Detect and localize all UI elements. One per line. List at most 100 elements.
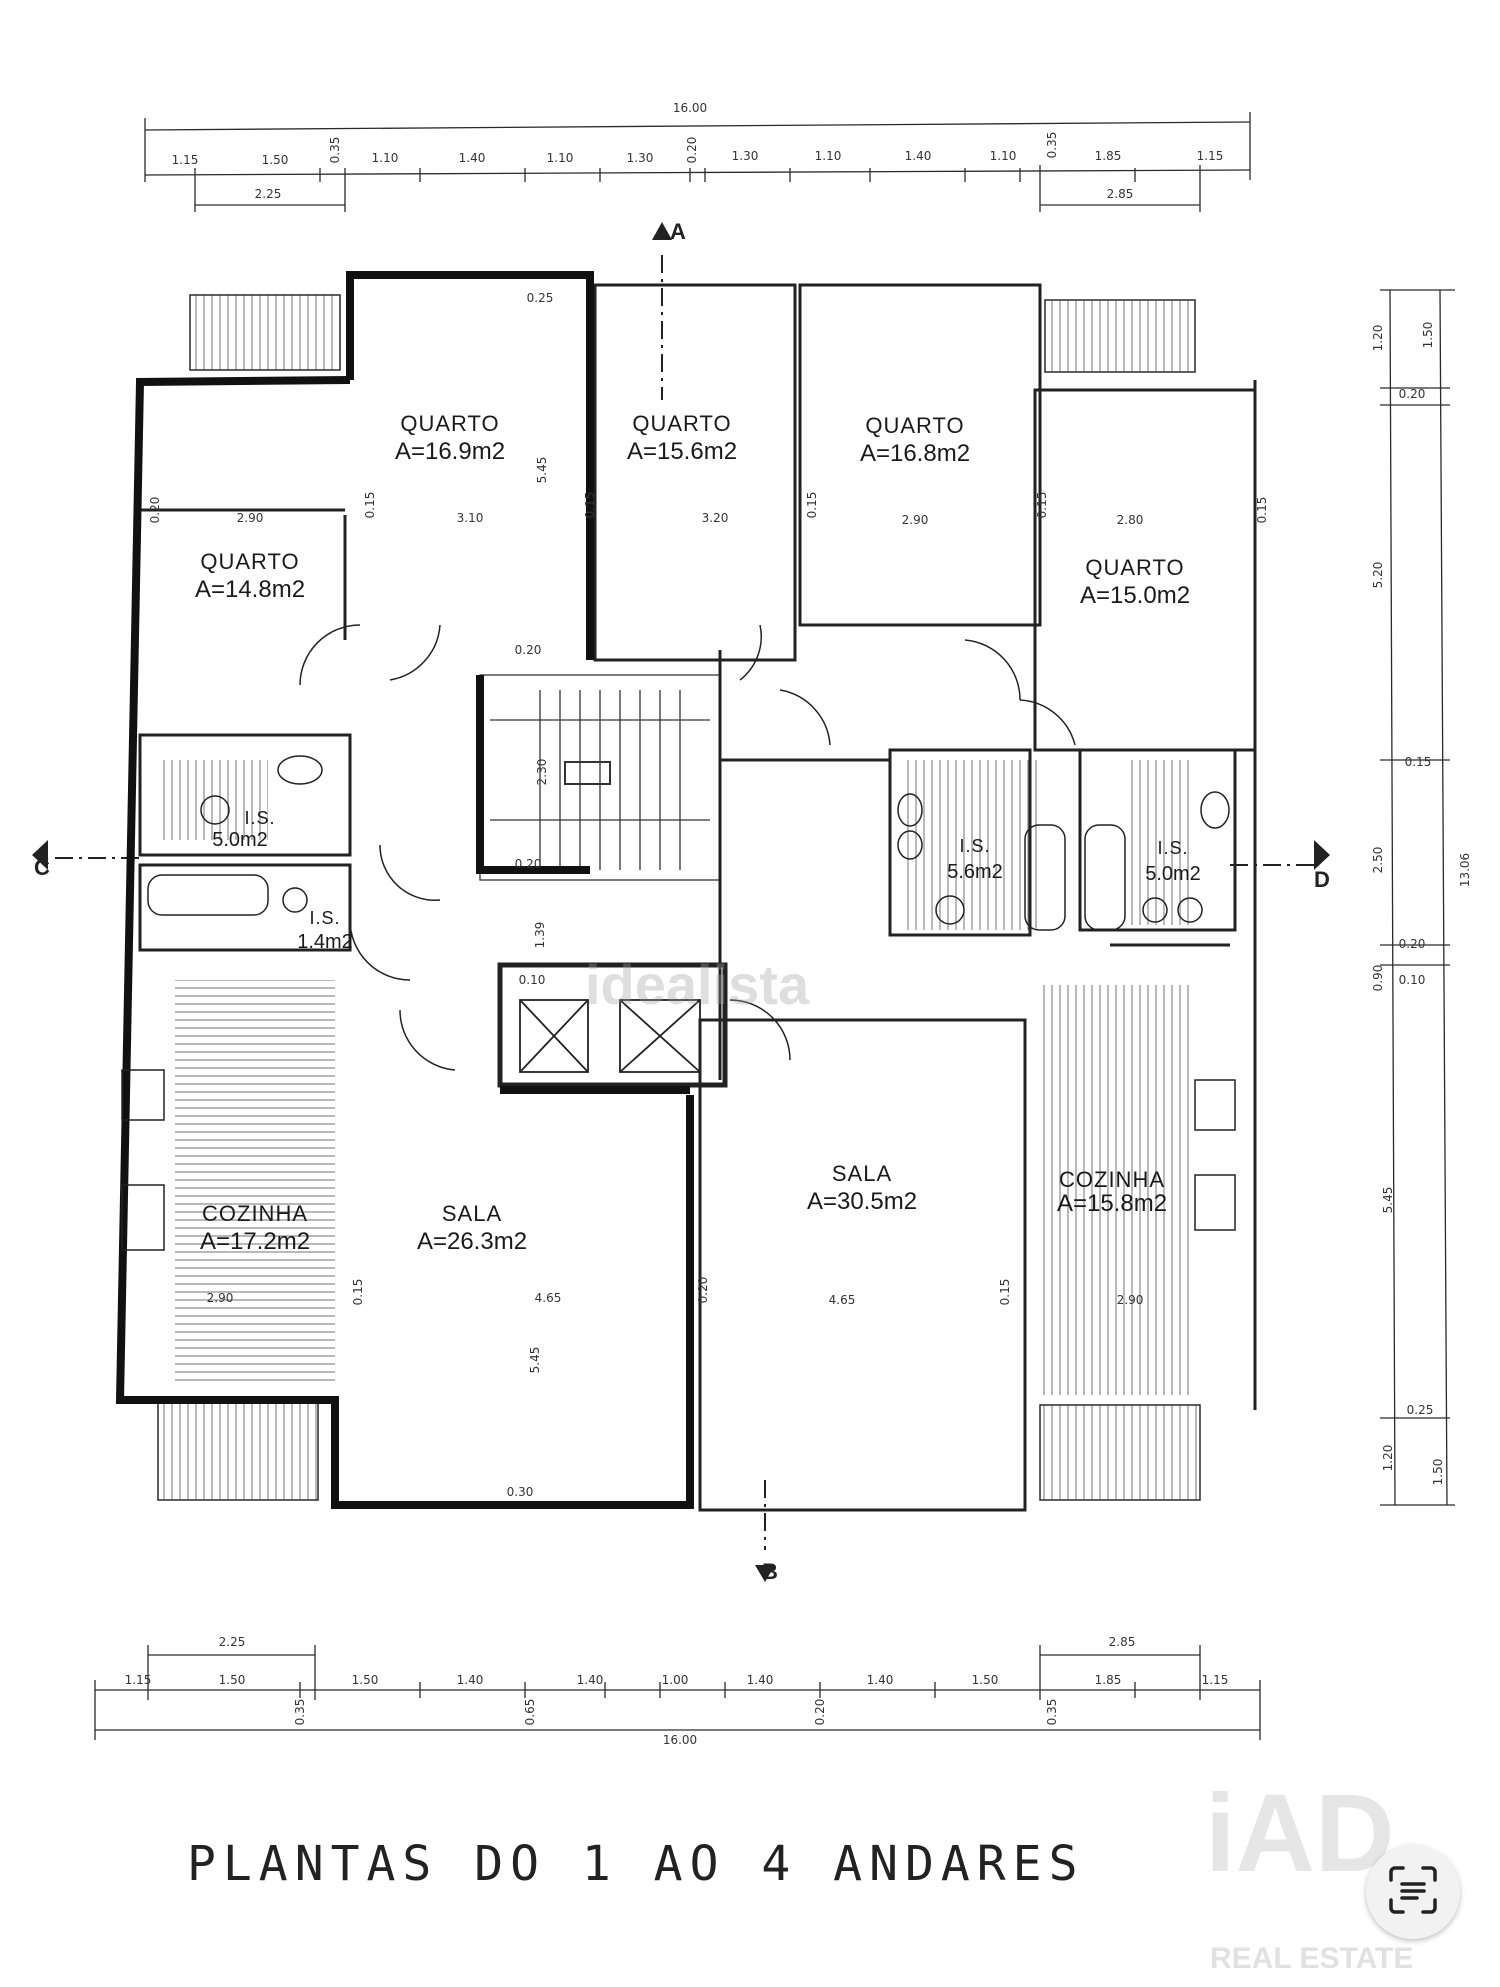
bottom-dim-segment: 1.15 [124,1673,152,1687]
scan-text-button[interactable] [1366,1845,1460,1939]
room-area-quarto-5: A=15.0m2 [1079,582,1191,609]
interior-dim: 5.45 [528,1346,542,1374]
interior-dim: 0.25 [526,291,554,305]
right-dim-segment: 0.90 [1371,964,1385,992]
interior-dim: 1.39 [533,921,547,949]
section-marker-a: A [670,219,686,244]
interior-dim: 0.15 [583,491,597,519]
section-marker-c: C [34,855,50,880]
iad-watermark: iAD [1205,1772,1395,1895]
interior-dim: 2.90 [206,1291,234,1305]
right-dim-total: 13.06 [1458,852,1472,888]
interior-dim: 0.15 [351,1278,365,1306]
interior-dim: 5.45 [535,456,549,484]
room-name-quarto-1: QUARTO [400,411,500,436]
section-marker-d: D [1314,867,1330,892]
top-dim-total: 16.00 [672,101,708,115]
room-area-is-2: 1.4m2 [297,931,353,953]
room-name-cozinha-2: COZINHA [1059,1167,1165,1192]
interior-dim: 2.90 [901,513,929,527]
top-dim-segment: 0.20 [685,136,699,164]
room-area-quarto-4: A=14.8m2 [194,576,306,603]
room-area-cozinha-1: A=17.2m2 [199,1228,311,1255]
interior-dim: 0.20 [696,1276,710,1304]
interior-dim: 4.65 [534,1291,562,1305]
balconies [157,294,1201,1501]
interior-dim: 2.90 [236,511,264,525]
top-dimension-chain [144,112,1251,212]
bottom-dim-segment: 1.50 [218,1673,246,1687]
bottom-dim-segment: 1.40 [746,1673,774,1687]
interior-dim: 3.20 [701,511,729,525]
interior-dim: 0.20 [148,496,162,524]
room-name-cozinha-1: COZINHA [202,1201,308,1226]
interior-dim: 0.15 [1255,496,1269,524]
room-name-sala-1: SALA [441,1201,503,1226]
interior-dim: 0.15 [1035,491,1049,519]
interior-dim: 0.20 [514,643,542,657]
room-area-is-1: 5.0m2 [212,829,268,851]
right-dim-segment: 5.20 [1371,561,1385,589]
kitchen-appliances [121,1069,1236,1251]
room-area-sala-2: A=30.5m2 [806,1188,918,1215]
interior-dim: 0.15 [805,491,819,519]
real-estate-watermark: REAL ESTATE [1210,1942,1414,1975]
top-dim-segment: 0.35 [1045,131,1059,159]
interior-dim: 0.20 [514,857,542,871]
interior-dim: 0.15 [998,1278,1012,1306]
stairwell [479,674,721,881]
top-dim-segment: 1.50 [261,153,289,167]
elevators [497,962,728,1088]
interior-dim: 3.10 [456,511,484,525]
right-dimension-chain [1380,289,1455,1506]
top-dim-segment: 1.30 [731,149,759,163]
bottom-dim-segment: 1.50 [351,1673,379,1687]
bottom-dim-segment: 0.35 [293,1698,307,1726]
plan-title: PLANTAS DO 1 AO 4 ANDARES [187,1836,1085,1892]
room-name-is-3: I.S. [959,836,991,856]
top-dim-segment: 1.10 [371,151,399,165]
doors [299,624,1076,1071]
bottom-dim-segment: 0.35 [1045,1698,1059,1726]
room-name-is-2: I.S. [309,908,341,928]
room-name-is-4: I.S. [1157,838,1189,858]
bottom-dimension-chain [94,1645,1261,1740]
section-marker-b: B [762,1559,778,1584]
top-dim-segment: 1.15 [1196,149,1224,163]
room-name-quarto-5: QUARTO [1085,555,1185,580]
interior-dim: 0.15 [363,491,377,519]
right-dim-segment: 0.10 [1398,973,1426,987]
right-dim-segment: 1.20 [1371,324,1385,352]
room-area-quarto-1: A=16.9m2 [394,438,506,465]
room-name-quarto-2: QUARTO [632,411,732,436]
right-dim-segment: 1.20 [1381,1444,1395,1472]
room-area-sala-1: A=26.3m2 [416,1228,528,1255]
right-dim-segment: 0.20 [1398,937,1426,951]
sanitary-fixtures [147,755,1230,931]
top-dim-segment: 1.40 [458,151,486,165]
right-dim-segment: 5.45 [1381,1186,1395,1214]
exterior-walls [115,271,694,1509]
interior-dim: 0.30 [506,1485,534,1499]
room-name-quarto-4: QUARTO [200,549,300,574]
right-dim-segment: 0.25 [1406,1403,1434,1417]
right-dim-segment: 2.50 [1371,846,1385,874]
room-area-is-4: 5.0m2 [1145,863,1201,885]
interior-dim: 2.30 [535,758,549,786]
bottom-dim-total: 16.00 [662,1733,698,1747]
interior-dim: 4.65 [828,1293,856,1307]
bottom-dim-segment: 0.20 [813,1698,827,1726]
idealista-watermark: idealista [585,953,810,1016]
interior-walls [138,283,1257,1512]
bottom-dim-segment: 1.40 [866,1673,894,1687]
bottom-dim-segment: 1.15 [1201,1673,1229,1687]
room-name-sala-2: SALA [831,1161,893,1186]
room-area-quarto-3: A=16.8m2 [859,440,971,467]
room-name-quarto-3: QUARTO [865,413,965,438]
bottom-dim-segment: 0.65 [523,1698,537,1726]
section-marker-shapes [32,222,1330,1582]
room-area-quarto-2: A=15.6m2 [626,438,738,465]
top-dim-segment: 1.10 [989,149,1017,163]
top-dim-segment: 1.30 [626,151,654,165]
